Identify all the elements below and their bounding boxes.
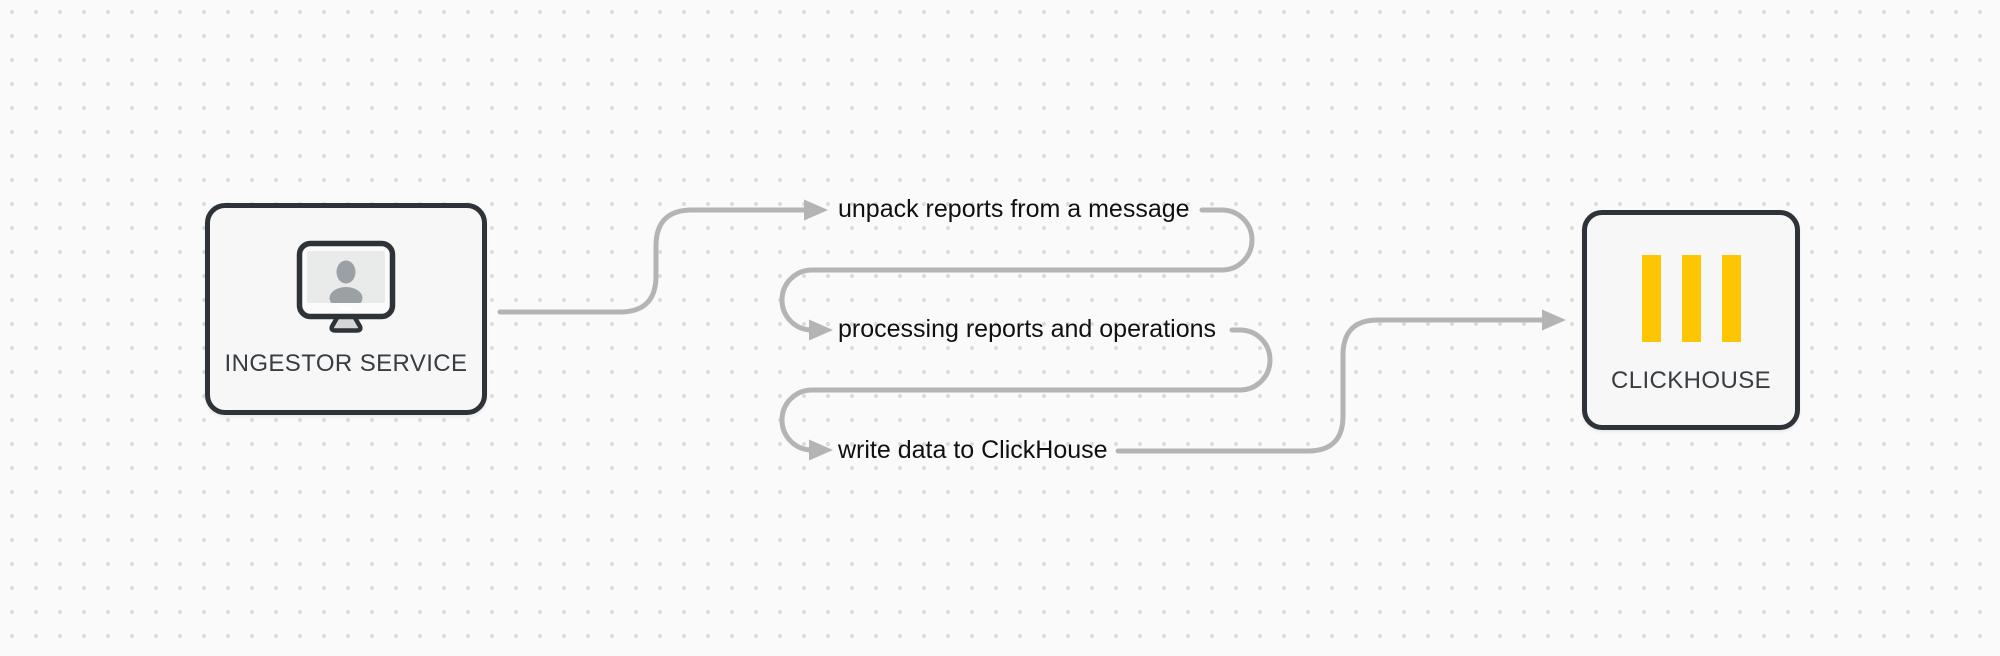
arrow-right-icon (804, 199, 828, 221)
clickhouse-logo-bar (1681, 255, 1701, 342)
person-silhouette-icon (329, 260, 363, 303)
connector-step1-to-step2 (779, 207, 1255, 333)
clickhouse-logo-bar (1721, 255, 1741, 342)
step-label-write-data: write data to ClickHouse (838, 435, 1108, 464)
node-ingestor-service[interactable]: INGESTOR SERVICE (205, 203, 487, 415)
connector-step3-to-clickhouse (1115, 317, 1546, 454)
arrow-right-icon (809, 319, 833, 341)
step-label-processing-reports: processing reports and operations (838, 314, 1217, 343)
clickhouse-logo-icon (1587, 255, 1795, 342)
connector-step2-to-step3 (779, 327, 1273, 453)
node-clickhouse[interactable]: CLICKHOUSE (1582, 210, 1800, 430)
user-workstation-icon (296, 240, 396, 333)
node-label-clickhouse: CLICKHOUSE (1610, 367, 1772, 394)
node-label-ingestor: INGESTOR SERVICE (224, 350, 468, 377)
clickhouse-logo-bar (1641, 255, 1661, 342)
connector-ingestor-to-step1 (497, 207, 808, 315)
step-label-unpack-reports: unpack reports from a message (838, 194, 1190, 223)
arrow-right-icon (809, 439, 833, 461)
arrow-right-icon (1542, 309, 1566, 331)
